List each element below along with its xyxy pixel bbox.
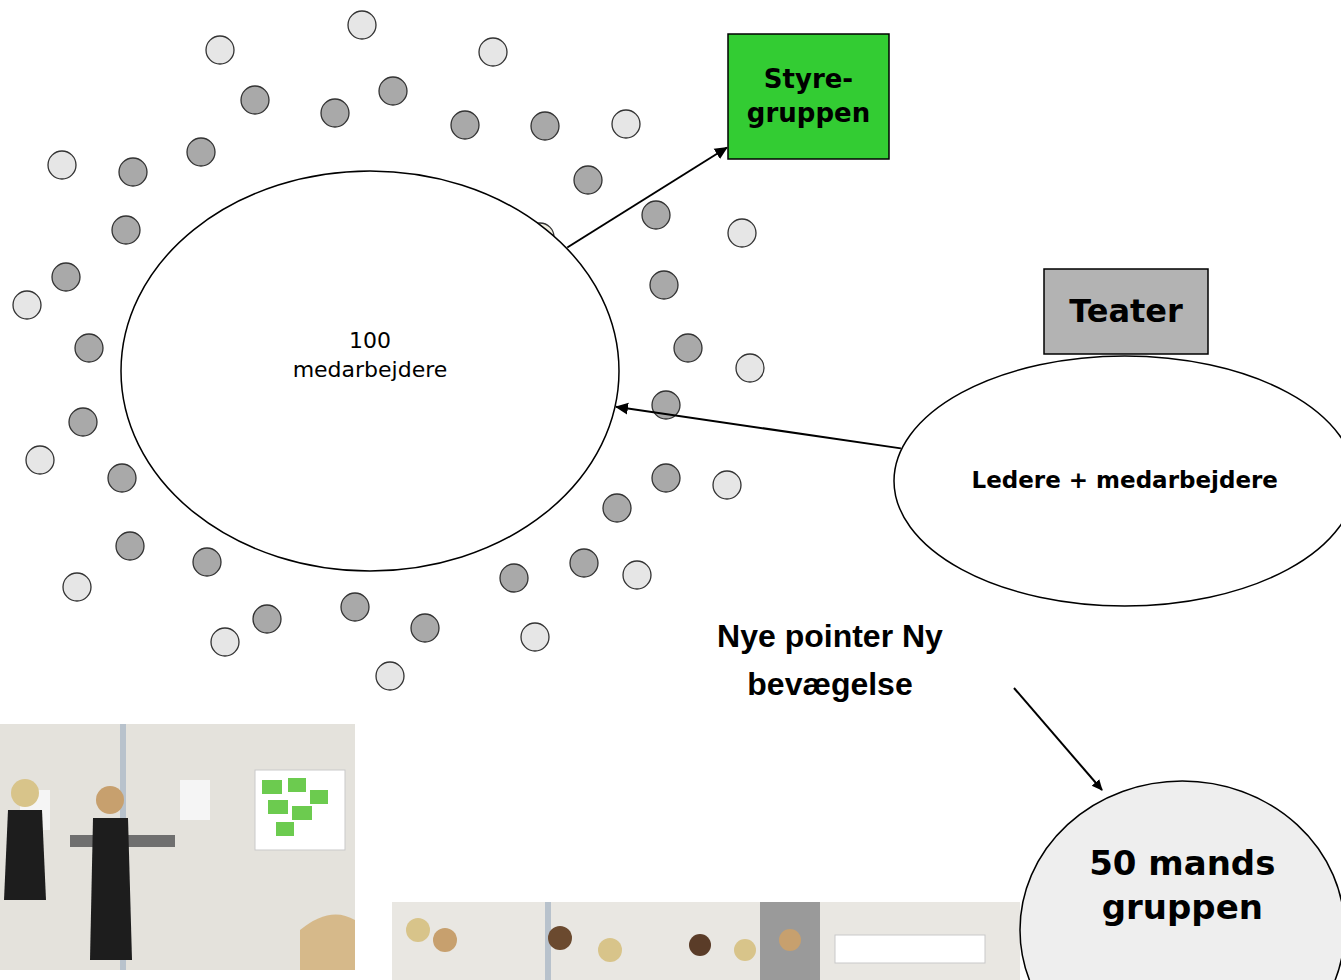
- shape-outline: [894, 356, 1341, 606]
- node-text: 100 medarbejdere: [280, 327, 460, 384]
- photo-participants: [392, 902, 1020, 980]
- note-label: Nye pointer Ny bevægelse: [695, 612, 965, 708]
- node-text: Ledere + medarbejdere: [972, 466, 1278, 496]
- photo-presenters: [0, 724, 355, 970]
- leaders-ellipse: Ledere + medarbejdere: [893, 355, 1341, 607]
- outer-dots-light: [13, 11, 764, 690]
- leader-arrow: [1014, 688, 1102, 790]
- group-circle: 50 mands gruppen: [1019, 780, 1341, 980]
- shape-outline: [1044, 269, 1208, 354]
- staff-ellipse: 100 medarbejdere: [120, 170, 620, 572]
- shape-outline: [1020, 781, 1341, 980]
- outer-dots-grey: [52, 77, 702, 642]
- theatre-box: Teater: [1043, 268, 1209, 355]
- arrow-connector: [567, 148, 727, 248]
- node-text: Styre- gruppen: [739, 63, 879, 131]
- shape-outline: [121, 171, 619, 571]
- steering-box-outline: [727, 33, 890, 160]
- shape-outline: [728, 34, 889, 159]
- node-text: Teater: [1069, 291, 1183, 333]
- node-text: 50 mands gruppen: [1077, 841, 1287, 929]
- steering-box: Styre- gruppen: [727, 33, 890, 160]
- arrow-connector: [616, 407, 901, 449]
